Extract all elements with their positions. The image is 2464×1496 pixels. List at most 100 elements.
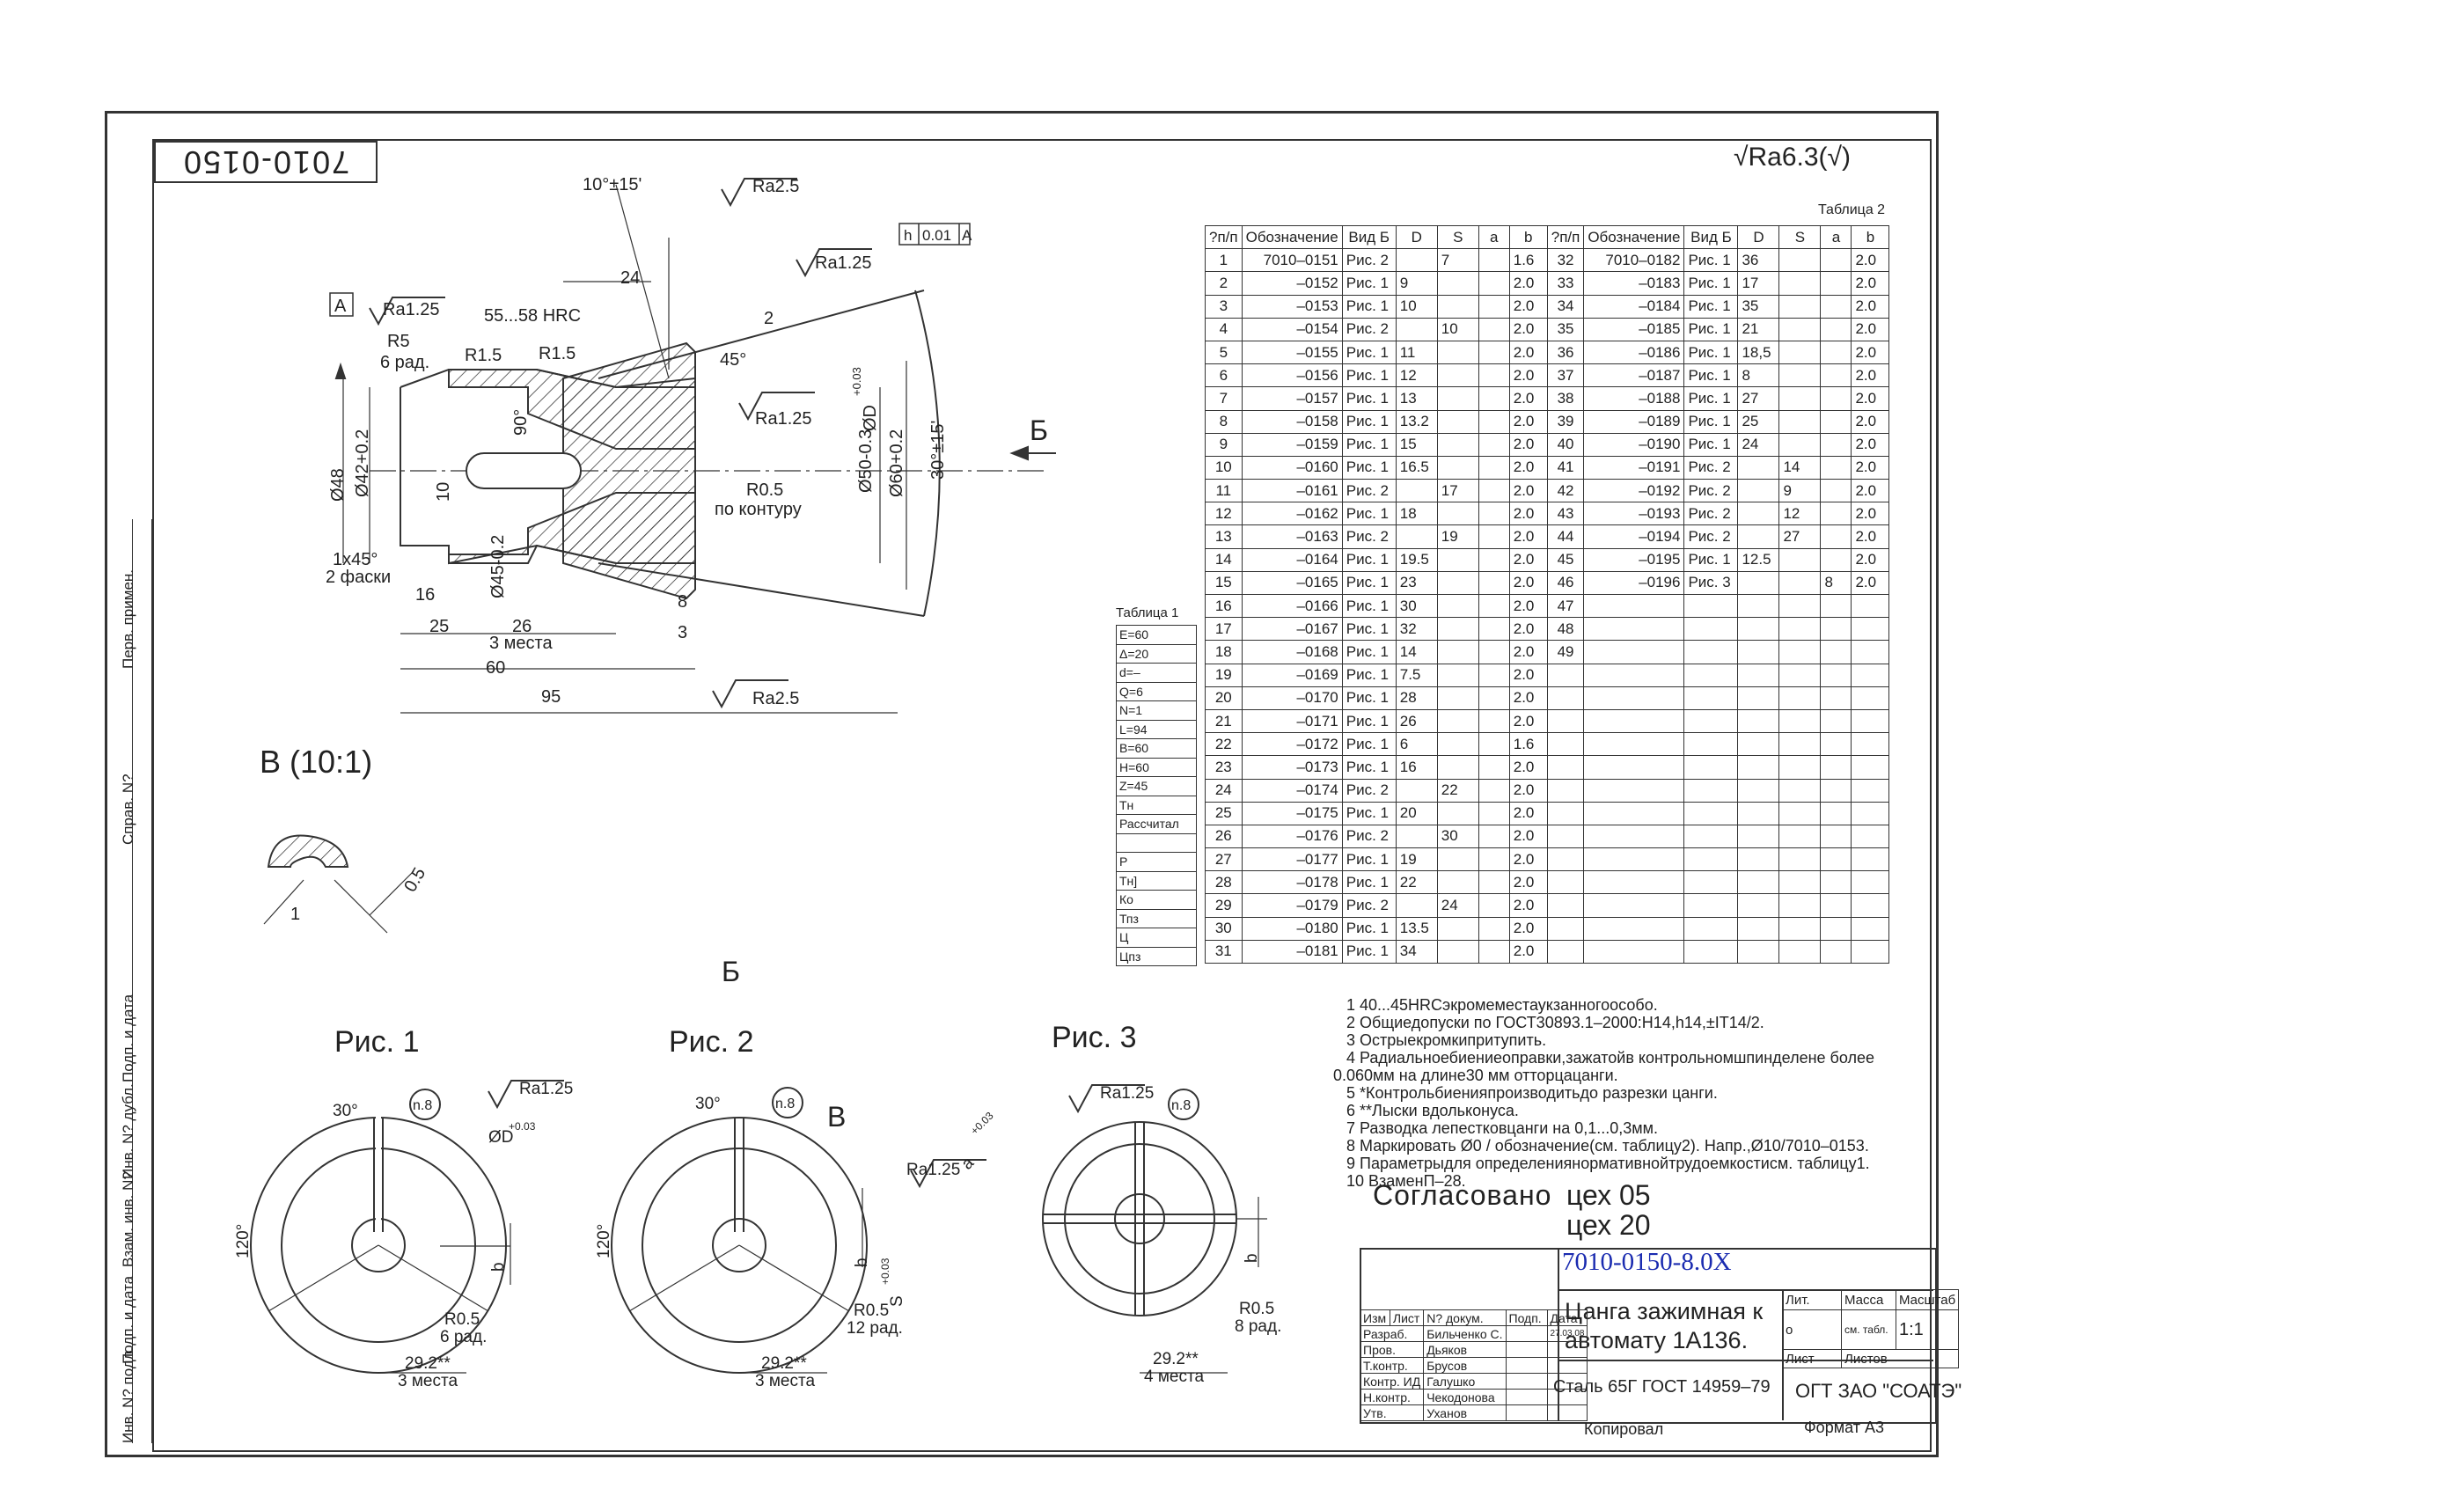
signature-date (1546, 1373, 1588, 1390)
table1-cell: L=94 (1116, 719, 1197, 739)
view-b-label: В (10:1) (260, 744, 372, 780)
table2-cell (1436, 386, 1479, 411)
table2-cell: –0168 (1241, 640, 1343, 664)
tech-note: 4 Радиальноебиениеоправки,зажатойв контр… (1346, 1049, 1875, 1067)
table2-cell: Рис. 1 (1341, 409, 1397, 434)
table2-cell: 2.0 (1851, 386, 1890, 411)
table2-cell (1851, 847, 1890, 872)
table2-cell: 5 (1205, 340, 1243, 365)
table2-cell (1778, 271, 1822, 296)
table2-cell (1683, 893, 1739, 918)
title-name-line1: Цанга зажимная к (1565, 1298, 1764, 1324)
table2-cell (1583, 593, 1685, 619)
dim-r15a: R1.5 (465, 346, 502, 365)
table2-cell (1478, 340, 1510, 365)
fig1-od: ØD (488, 1128, 514, 1147)
table2-cell: 27 (1205, 847, 1243, 872)
table2-cell: 2.0 (1508, 271, 1548, 296)
table2-cell: 2.0 (1508, 778, 1548, 803)
table2-cell (1436, 686, 1479, 710)
table2-cell (1546, 755, 1585, 780)
table2-header-cell: Обозначение (1241, 224, 1343, 250)
table2-cell (1737, 824, 1780, 849)
table2-cell: 25 (1737, 409, 1780, 434)
table1-row: Тн] (1116, 870, 1197, 891)
table2-cell: Рис. 1 (1341, 455, 1397, 480)
table2-cell: 28 (1205, 870, 1243, 895)
tech-note: 5 *Контрольбиенияпроизводитьдо разрезки … (1346, 1084, 1718, 1102)
table2-cell (1820, 340, 1852, 365)
fig2-a: a (958, 1154, 979, 1174)
table2-cell: 12 (1395, 363, 1438, 388)
table2-cell (1395, 479, 1438, 503)
table2-cell (1683, 847, 1739, 872)
table2-cell (1820, 732, 1852, 757)
title-material: Сталь 65Г ГОСТ 14959–79 (1553, 1377, 1771, 1397)
tech-note: 1 40...45HRCэкромеместаукзанногоособо. (1346, 996, 1658, 1014)
fig3-drawing (1042, 1084, 1267, 1374)
table2-header-cell: D (1737, 224, 1780, 250)
table2-cell: Рис. 1 (1341, 547, 1397, 572)
table2-cell (1851, 893, 1890, 918)
dim-30deg: 30°±15' (928, 421, 948, 480)
table2-cell: 2.0 (1508, 801, 1548, 825)
table2-cell (1820, 432, 1852, 457)
table2-cell: 36 (1737, 248, 1780, 273)
signature-role: Контр. ИД (1359, 1373, 1425, 1390)
table2-cell: 38 (1546, 386, 1585, 411)
table2-cell (1820, 778, 1852, 803)
table2-cell: Рис. 2 (1341, 893, 1397, 918)
table2-header-cell: ?п/п (1205, 224, 1243, 250)
table2-cell (1851, 617, 1890, 642)
table2-cell: 2.0 (1508, 640, 1548, 664)
table2-cell (1395, 317, 1438, 341)
table2-cell: 2.0 (1508, 593, 1548, 619)
table2-cell: –0187 (1583, 363, 1685, 388)
table2-cell (1436, 617, 1479, 642)
fig1-6rad: 6 рад. (440, 1328, 487, 1346)
table2-cell (1778, 939, 1822, 964)
table2-cell (1436, 593, 1479, 619)
table2-cell: 33 (1546, 271, 1585, 296)
sheet-frame (105, 111, 1939, 1457)
table2-cell: –0188 (1583, 386, 1685, 411)
table2-cell (1851, 732, 1890, 757)
fig2-drawing (611, 1087, 986, 1374)
fig3-ra125: Ra1.25 (1100, 1084, 1154, 1103)
dim-24: 24 (620, 268, 640, 288)
dim-r05: R0.5 (746, 480, 783, 500)
table2-cell (1737, 916, 1780, 941)
table2-cell: –0179 (1241, 893, 1343, 918)
table2-cell: –0196 (1583, 570, 1685, 596)
signature-date (1546, 1357, 1588, 1374)
table2-cell (1683, 870, 1739, 895)
table2-cell (1737, 455, 1780, 480)
table2-cell: 16 (1395, 755, 1438, 780)
dim-angle-top: 10°±15' (583, 175, 642, 194)
table2-cell: 17 (1436, 479, 1479, 503)
table2-cell (1778, 893, 1822, 918)
signature-date (1546, 1404, 1588, 1421)
table2-cell: 8 (1205, 409, 1243, 434)
table2-cell (1478, 593, 1510, 619)
table2-cell (1820, 686, 1852, 710)
table2-cell: 2.0 (1508, 708, 1548, 734)
view-b-detail (263, 834, 414, 934)
table2-cell: Рис. 2 (1341, 778, 1397, 803)
table2-cell (1820, 755, 1852, 780)
table2-cell: Рис. 2 (1683, 524, 1739, 549)
table2-cell: Рис. 2 (1341, 248, 1397, 273)
table2-cell (1778, 593, 1822, 619)
table2-header-cell: ?п/п (1546, 224, 1585, 250)
table2-cell (1683, 755, 1739, 780)
fig2-n8: n.8 (775, 1096, 795, 1111)
table2-cell: 19 (1395, 847, 1438, 872)
table2-cell: 24 (1737, 432, 1780, 457)
table2-cell (1583, 778, 1685, 803)
